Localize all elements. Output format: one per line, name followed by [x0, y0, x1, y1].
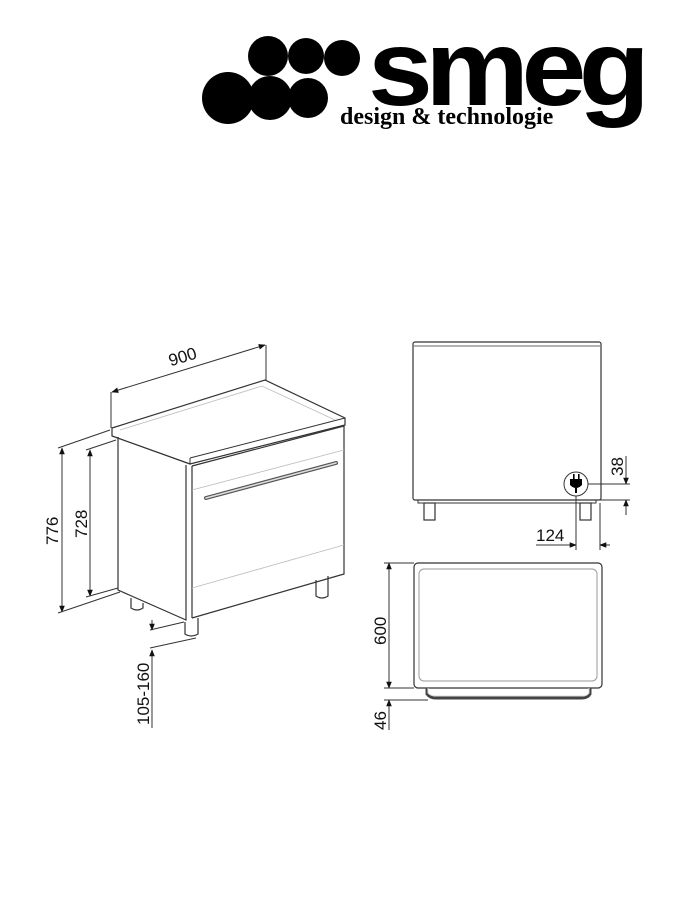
depth-label: 600: [371, 617, 390, 645]
side-view: [413, 562, 603, 700]
plug-height-label: 38: [608, 457, 627, 476]
total-height-label: 776: [43, 517, 62, 545]
logo-dots-icon: [202, 36, 360, 124]
brand-tagline: design & technologie: [340, 104, 554, 130]
height-dimensions: [57, 429, 121, 614]
leg-height-label: 105-160: [134, 663, 153, 725]
handle-depth-label: 46: [371, 711, 390, 730]
plug-dimensions: [536, 456, 630, 550]
smeg-logo: smeg design & technologie: [200, 14, 665, 138]
perspective-view: [111, 379, 346, 637]
plug-offset-label: 124: [536, 526, 564, 545]
width-label: 900: [166, 344, 199, 370]
power-plug-icon: [563, 471, 589, 497]
leg-height-dimension: [149, 620, 197, 728]
body-height-label: 728: [72, 510, 91, 538]
depth-dimensions: [384, 562, 428, 730]
rear-view: [412, 341, 602, 521]
brand-name: smeg: [368, 7, 650, 128]
width-dimension: [110, 344, 267, 428]
